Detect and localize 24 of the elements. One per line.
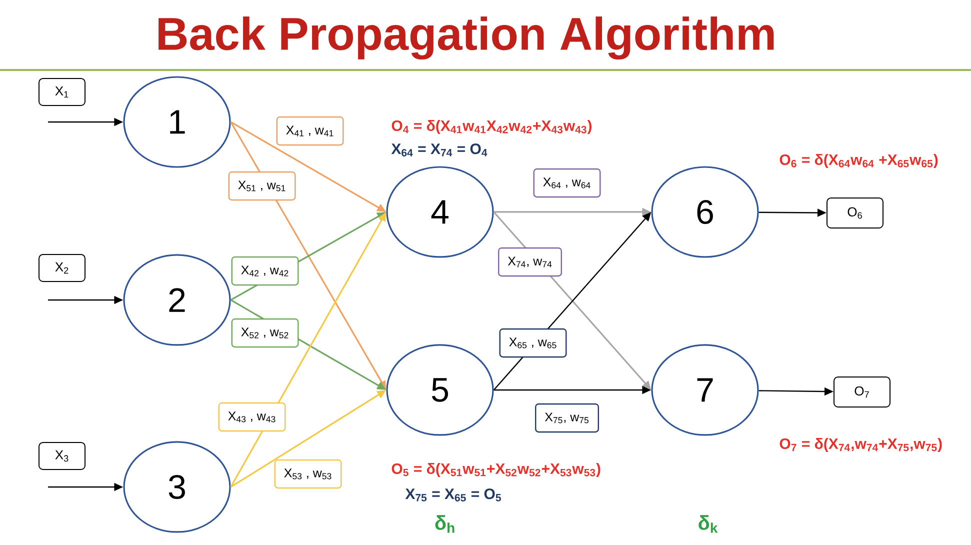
edge-label: X$_{51}$ , w$_{51}$ bbox=[228, 171, 296, 201]
formula-text: X$_{75}$ = X$_{65}$ = O$_{5}$ bbox=[405, 488, 501, 502]
edge-label: X$_{43}$ , w$_{43}$ bbox=[218, 402, 286, 432]
formula-text: O$_{5}$ = δ(X$_{51}$w$_{51}$+X$_{52}$w$_{52}$+X$_{53}$w$_{53}$) bbox=[392, 463, 600, 477]
input-box: X$_{1}$ bbox=[38, 78, 86, 106]
formula-text: δ$_{k}$ bbox=[698, 515, 718, 533]
edge-label: X$_{64}$ , w$_{64}$ bbox=[533, 168, 601, 198]
input-box: X$_{3}$ bbox=[38, 442, 86, 470]
edge-label: X$_{74}$, w$_{74}$ bbox=[498, 247, 562, 277]
edge-label: X$_{41}$ , w$_{41}$ bbox=[276, 116, 344, 146]
output-box: O$_{6}$ bbox=[826, 197, 884, 228]
output-box: O$_{7}$ bbox=[834, 376, 890, 408]
edge-label: X$_{65}$ , w$_{65}$ bbox=[499, 328, 567, 358]
input-box: X$_{2}$ bbox=[38, 254, 86, 282]
formula-text: δ$_{h}$ bbox=[435, 515, 454, 533]
formula-text: X$_{64}$ = X$_{74}$ = O$_{4}$ bbox=[391, 144, 488, 156]
edge-label: X$_{52}$ , w$_{52}$ bbox=[231, 318, 299, 348]
edge-label: X$_{75}$, w$_{75}$ bbox=[535, 403, 599, 433]
edge-label: X$_{53}$ , w$_{53}$ bbox=[274, 459, 342, 489]
title: Back Propagation Algorithm bbox=[158, 16, 774, 60]
formula-text: O$_{7}$ = δ(X$_{74}$,w$_{74}$+X$_{75}$,w$_{75}$) bbox=[780, 438, 942, 452]
formula-text: O$_{4}$ = δ(X$_{41}$w$_{41}$X$_{42}$w$_{42}$+X$_{43}$w$_{43}$) bbox=[392, 120, 592, 134]
formula-text: O$_{6}$ = δ(X$_{64}$w$_{64}$ +X$_{65}$w$_{65}$) bbox=[780, 154, 938, 168]
edge-label: X$_{42}$ , w$_{42}$ bbox=[231, 256, 299, 286]
